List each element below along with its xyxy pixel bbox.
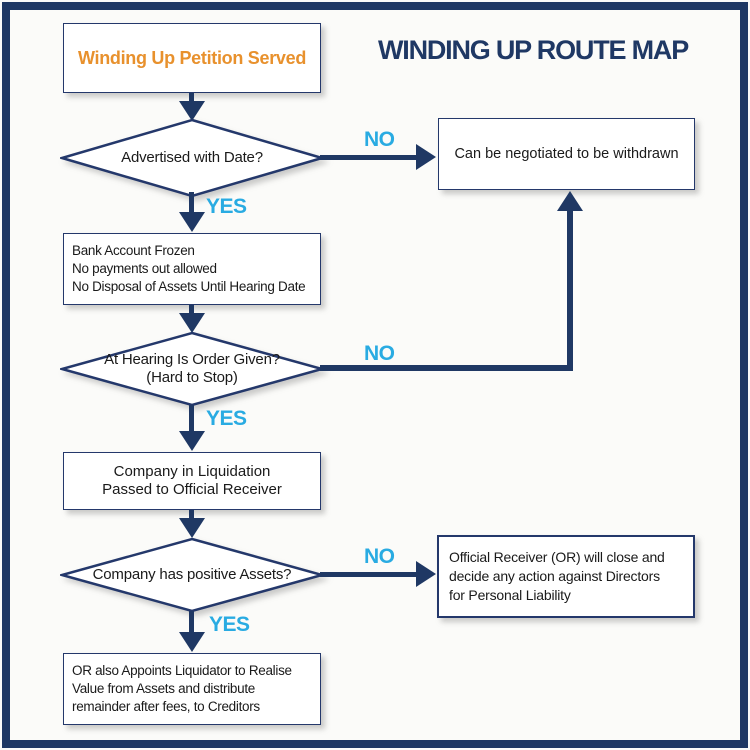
decision-hearing-label-2: (Hard to Stop) bbox=[146, 369, 238, 386]
decision-hearing-label-1: At Hearing Is Order Given? bbox=[104, 351, 280, 368]
frozen-box-line: No Disposal of Assets Until Hearing Date bbox=[72, 279, 306, 294]
yes-label-assets: YES bbox=[209, 613, 250, 636]
liquidator-box-line: Value from Assets and distribute bbox=[72, 681, 255, 696]
frozen-box-line: Bank Account Frozen bbox=[72, 243, 195, 258]
frozen-box-line: No payments out allowed bbox=[72, 261, 217, 276]
liquidation-box: Company in Liquidation Passed to Officia… bbox=[63, 452, 321, 510]
decision-assets-label: Company has positive Assets? bbox=[92, 566, 292, 583]
no-label-advertised: NO bbox=[364, 128, 395, 151]
frozen-box: Bank Account Frozen No payments out allo… bbox=[63, 233, 321, 305]
yes-label-hearing: YES bbox=[206, 407, 247, 430]
page-title: WINDING UP ROUTE MAP bbox=[378, 35, 689, 65]
or-close-box-line: for Personal Liability bbox=[449, 587, 571, 603]
withdrawn-box: Can be negotiated to be withdrawn bbox=[438, 118, 695, 190]
decision-hearing: At Hearing Is Order Given? (Hard to Stop… bbox=[60, 331, 324, 407]
liquidator-box-line: remainder after fees, to Creditors bbox=[72, 699, 260, 714]
liquidator-box-line: OR also Appoints Liquidator to Realise bbox=[72, 663, 292, 678]
start-box-label: Winding Up Petition Served bbox=[77, 47, 307, 68]
withdrawn-box-label: Can be negotiated to be withdrawn bbox=[454, 146, 679, 162]
no-label-assets: NO bbox=[364, 545, 395, 568]
decision-assets: Company has positive Assets? bbox=[60, 537, 324, 613]
or-close-box-line: Official Receiver (OR) will close and bbox=[449, 549, 665, 565]
yes-label-advertised: YES bbox=[206, 195, 247, 218]
decision-advertised-label: Advertised with Date? bbox=[121, 149, 263, 166]
or-close-box-line: decide any action against Directors bbox=[449, 568, 660, 584]
liquidation-box-line: Company in Liquidation bbox=[113, 463, 271, 480]
liquidator-box: OR also Appoints Liquidator to Realise V… bbox=[63, 653, 321, 725]
no-label-hearing: NO bbox=[364, 342, 395, 365]
decision-advertised: Advertised with Date? bbox=[60, 118, 324, 198]
liquidation-box-line: Passed to Official Receiver bbox=[102, 481, 282, 498]
start-box: Winding Up Petition Served bbox=[63, 23, 321, 93]
or-close-box: Official Receiver (OR) will close and de… bbox=[437, 535, 695, 618]
